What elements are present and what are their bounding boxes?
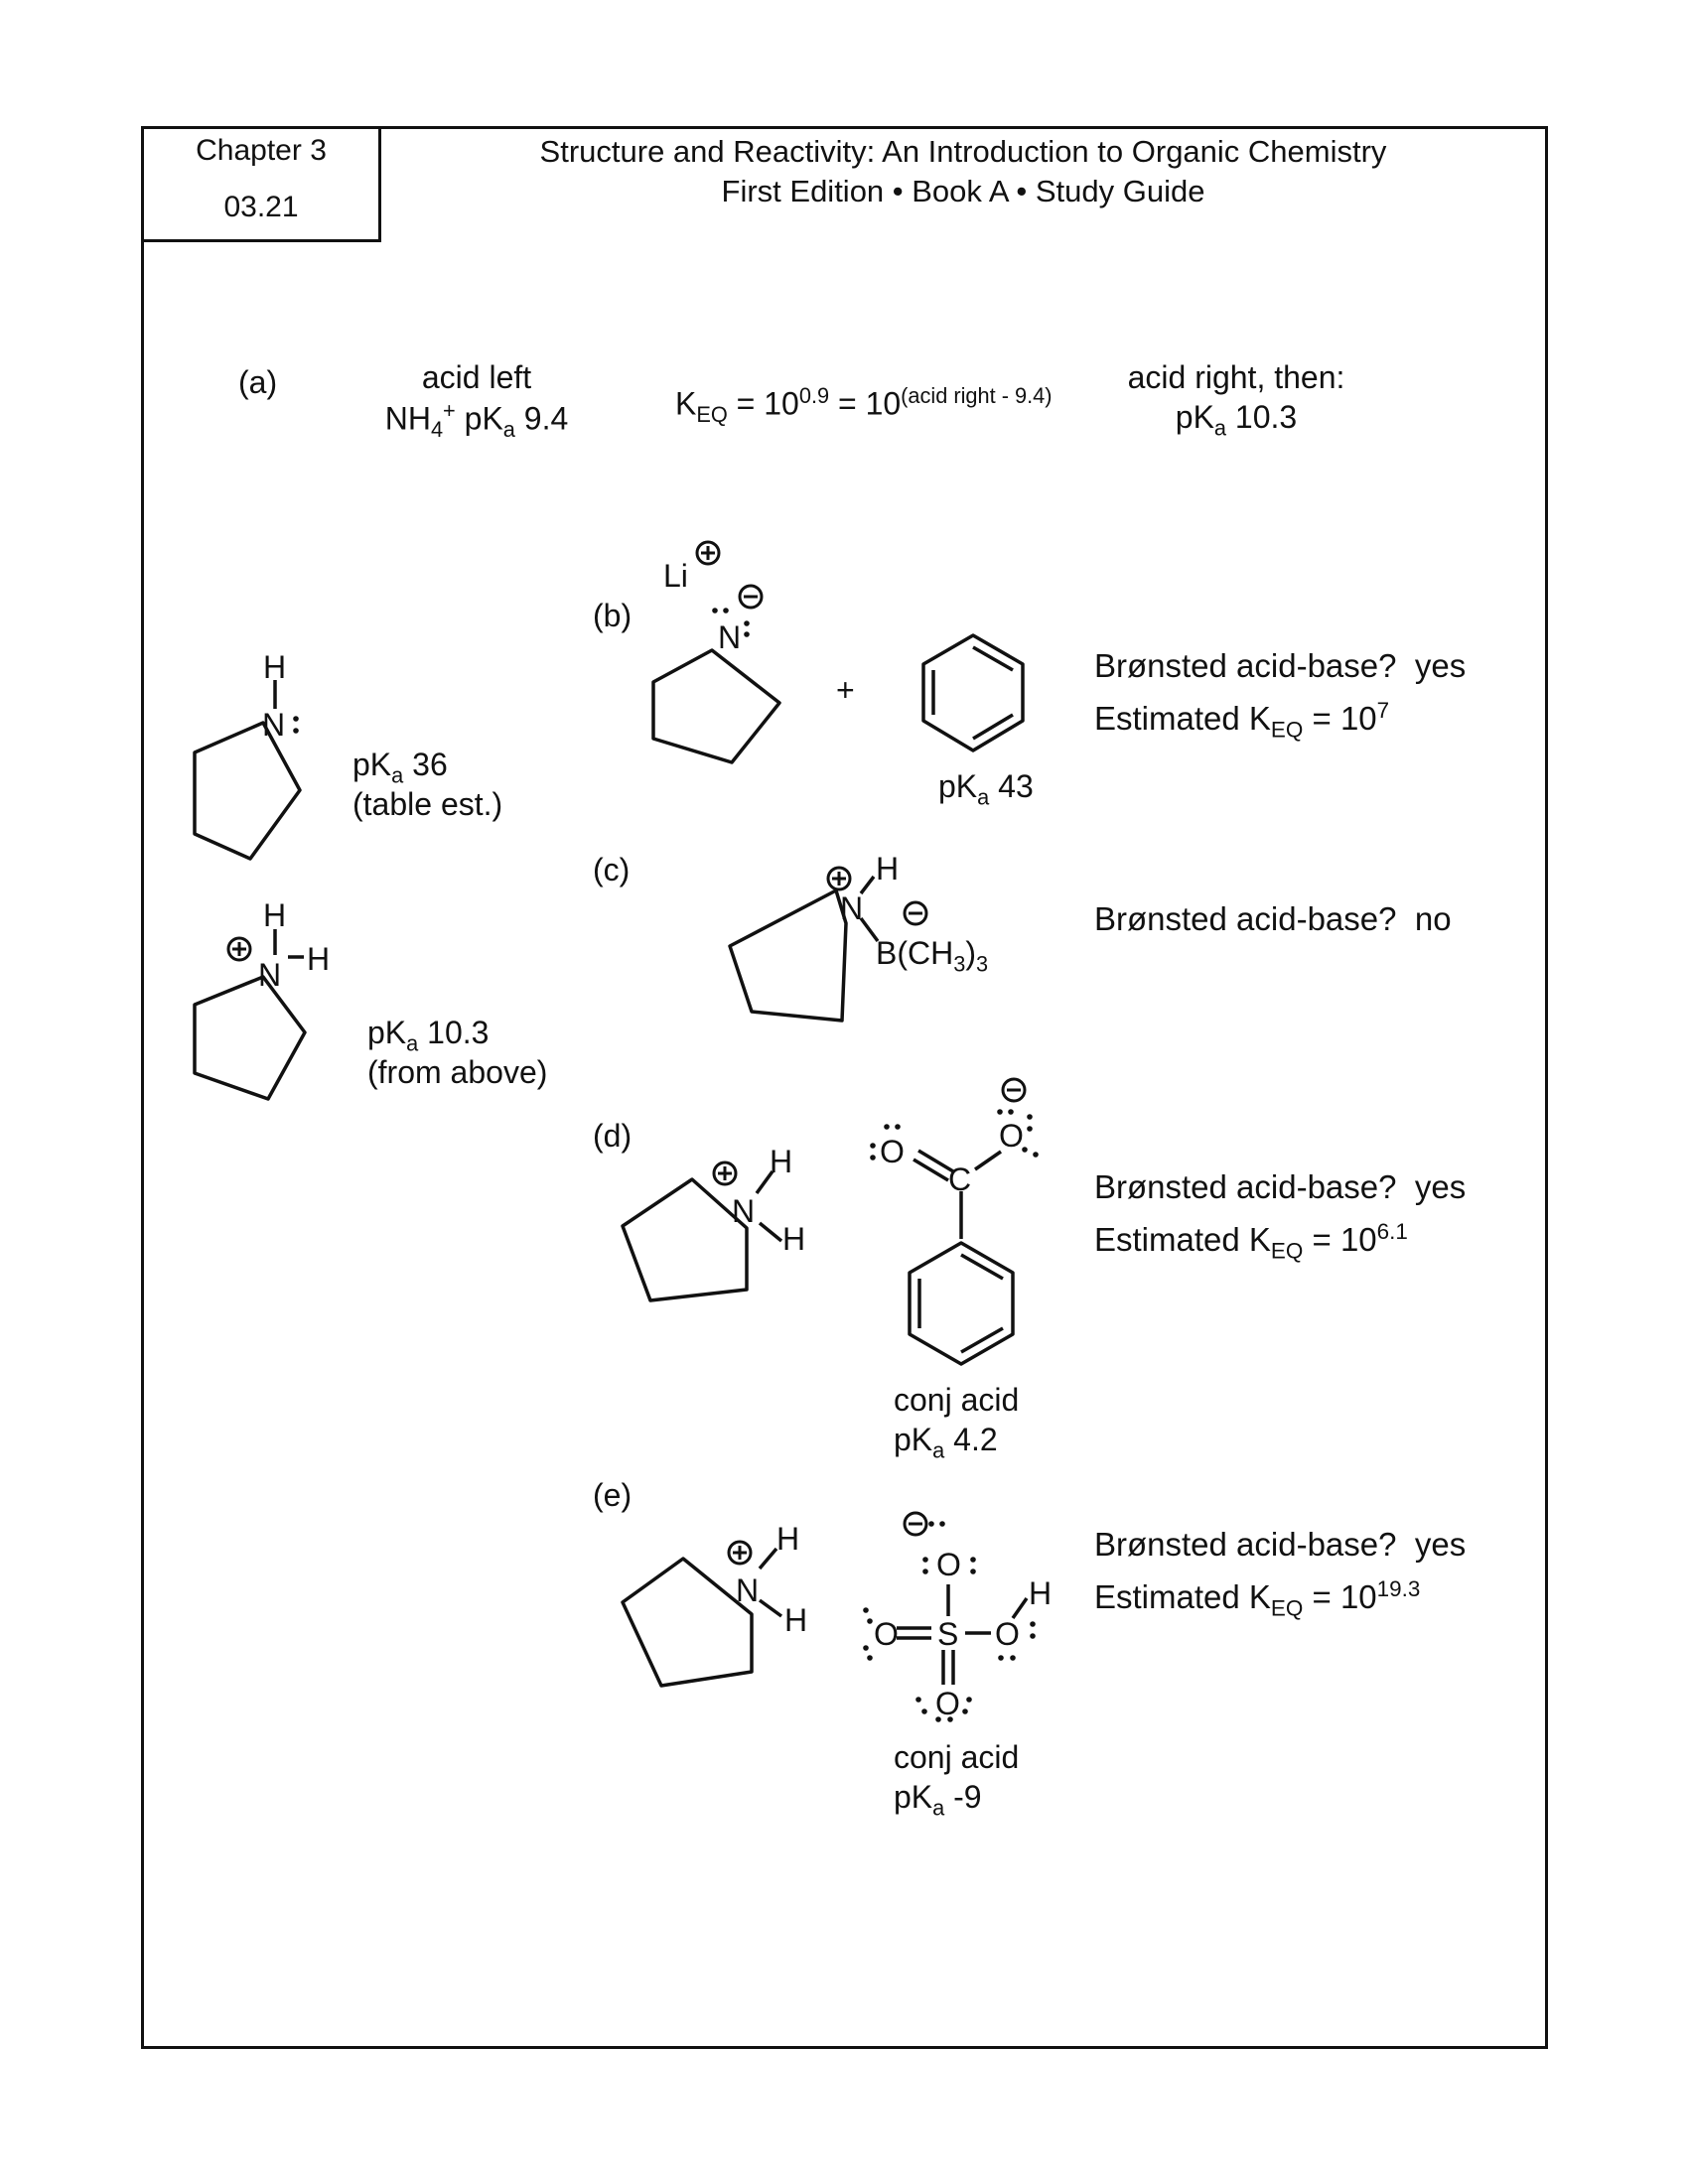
nh-top-bond-d <box>755 1169 774 1195</box>
atom-o: O <box>874 1616 899 1652</box>
chapter-label: Chapter 3 <box>196 134 327 167</box>
amide-ring <box>651 648 781 764</box>
benzene-pka: pKa 43 <box>938 768 1034 810</box>
book-subtitle: First Edition • Book A • Study Guide <box>721 174 1205 208</box>
phenyl-ring <box>908 1241 1015 1366</box>
atom-h: H <box>784 1602 808 1638</box>
atom-h: H <box>770 1144 793 1179</box>
part-b-label: (b) <box>593 598 633 633</box>
acid-right-pka: pKa 10.3 <box>1175 399 1298 441</box>
minus-charge-icon <box>903 1511 928 1537</box>
atom-h: H <box>263 649 287 685</box>
atom-h: H <box>263 897 287 933</box>
nb-bond-c <box>859 916 880 943</box>
atom-s: S <box>937 1616 959 1652</box>
atom-li: Li <box>663 558 688 594</box>
atom-h: H <box>776 1521 800 1557</box>
plus-charge-icon <box>826 866 852 891</box>
amine-ring <box>193 721 302 861</box>
part-c-label: (c) <box>593 852 631 887</box>
amine-note: (table est.) <box>352 786 503 822</box>
phenyl-double-1 <box>960 1253 1004 1281</box>
benzene-double-1 <box>972 645 1014 672</box>
plus-sign: + <box>836 672 855 708</box>
plus-charge-icon <box>226 936 252 962</box>
atom-o: O <box>880 1134 905 1169</box>
atom-o: O <box>995 1616 1020 1652</box>
plus-charge-icon <box>727 1540 753 1566</box>
nh-bottom-bond-d <box>758 1221 783 1243</box>
atom-h: H <box>1029 1575 1053 1611</box>
bronsted-question-c: Brønsted acid-base? no <box>1094 900 1452 937</box>
atom-o: O <box>999 1118 1024 1154</box>
phenyl-double-2 <box>960 1326 1004 1354</box>
co-double-bond-1 <box>917 1149 954 1173</box>
nh-bond-c <box>859 875 876 895</box>
bronsted-question-b: Brønsted acid-base? yes <box>1094 647 1467 684</box>
keq-estimate-e: Estimated KEQ = 1019.3 <box>1094 1576 1421 1621</box>
acid-right-heading: acid right, then: <box>1127 359 1345 395</box>
atom-c: C <box>948 1161 972 1197</box>
atom-n: N <box>258 957 282 993</box>
conj-acid-label-e: conj acid <box>894 1739 1020 1775</box>
atom-o: O <box>936 1547 961 1582</box>
atom-n: N <box>262 707 286 743</box>
lone-pair-dots <box>293 608 1039 1722</box>
ammonium-ring-d <box>621 1177 749 1302</box>
atom-h: H <box>782 1221 806 1257</box>
problem-number: 03.21 <box>223 191 299 223</box>
atom-h: H <box>307 941 331 977</box>
part-d-label: (d) <box>593 1118 633 1154</box>
plus-charge-icon <box>695 540 721 566</box>
acid-left-heading: acid left <box>421 359 532 395</box>
co-double-bond-2 <box>913 1158 949 1182</box>
keq-expression: KEQ = 100.9 = 10(acid right - 9.4) <box>675 383 1053 428</box>
nh-bottom-bond-e <box>758 1598 783 1618</box>
ammonium-ring <box>193 975 307 1101</box>
benzene-ring <box>921 633 1025 752</box>
borane-complex-ring <box>728 888 848 1023</box>
atom-n: N <box>840 890 864 926</box>
atom-n: N <box>718 619 742 655</box>
keq-estimate-b: Estimated KEQ = 107 <box>1094 698 1390 743</box>
atom-n: N <box>732 1193 756 1229</box>
benzene-double-2 <box>972 713 1014 741</box>
part-e-label: (e) <box>593 1477 633 1513</box>
part-a-label: (a) <box>238 364 278 400</box>
minus-charge-icon <box>903 900 928 926</box>
conj-acid-pka-e: pKa -9 <box>894 1779 982 1821</box>
ammonium-ring-e <box>621 1557 754 1688</box>
minus-charge-icon <box>1001 1077 1027 1103</box>
page-frame <box>141 126 1548 2049</box>
boron-trimethyl: B(CH3)3 <box>876 935 989 977</box>
atom-h: H <box>876 851 900 887</box>
keq-estimate-d: Estimated KEQ = 106.1 <box>1094 1219 1408 1264</box>
chapter-box: Chapter 3 03.21 <box>141 126 381 242</box>
atom-o: O <box>935 1686 960 1721</box>
ammonium-pka: pKa 10.3 <box>367 1015 490 1056</box>
bronsted-question-e: Brønsted acid-base? yes <box>1094 1526 1467 1563</box>
ammonium-note: (from above) <box>367 1054 548 1090</box>
bronsted-question-d: Brønsted acid-base? yes <box>1094 1168 1467 1205</box>
minus-charge-icon <box>738 584 764 610</box>
conj-acid-pka-d: pKa 4.2 <box>894 1422 998 1463</box>
amine-pka: pKa 36 <box>352 747 448 788</box>
nh-top-bond-e <box>758 1547 778 1570</box>
atom-n: N <box>736 1572 760 1608</box>
book-title: Structure and Reactivity: An Introductio… <box>539 134 1387 169</box>
plus-charge-icon <box>712 1160 738 1186</box>
co-single-bond <box>974 1150 1002 1171</box>
acid-left-pka: NH4+ pKa 9.4 <box>384 398 569 443</box>
oh-bond <box>1011 1596 1029 1620</box>
conj-acid-label-d: conj acid <box>894 1382 1020 1418</box>
